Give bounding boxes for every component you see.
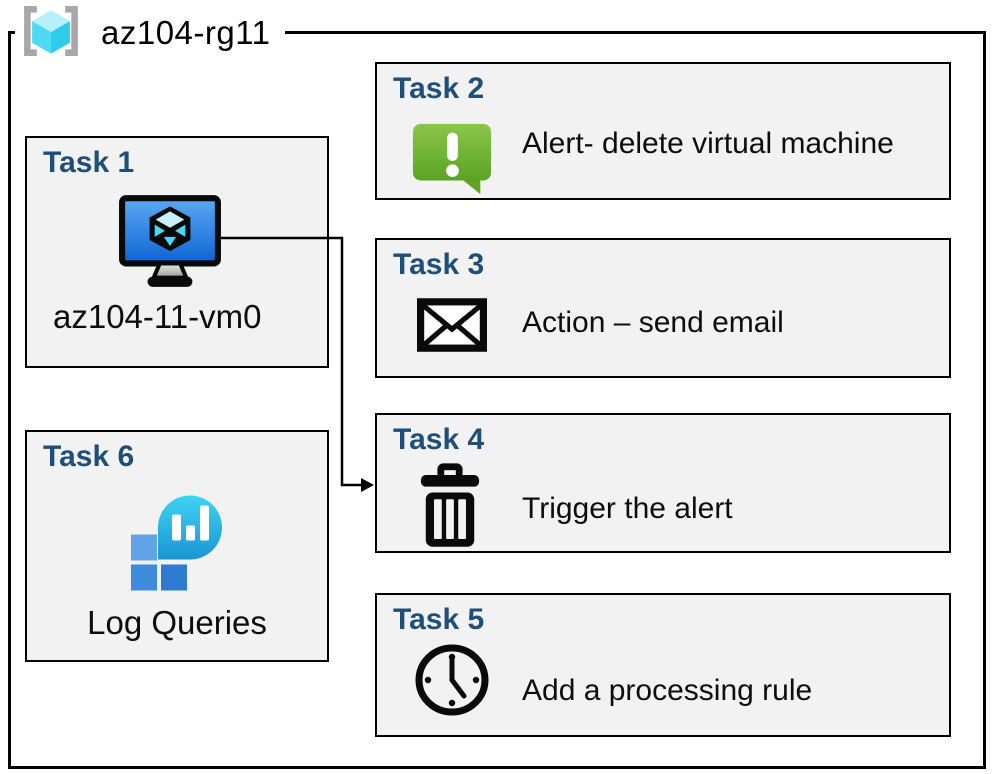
task-1-label: az104-11-vm0 (53, 298, 262, 335)
task-6-label: Log Queries (87, 604, 267, 641)
task-2-heading: Task 2 (393, 72, 485, 105)
trash-icon (419, 460, 481, 559)
resource-group-frame (8, 31, 986, 769)
log-analytics-icon (131, 486, 231, 601)
task-4-label: Trigger the alert (522, 492, 733, 525)
alert-message-icon (410, 118, 494, 203)
task-4-heading: Task 4 (393, 423, 485, 456)
task-6-heading: Task 6 (43, 440, 135, 473)
resource-group-title: az104-rg11 (101, 14, 271, 51)
virtual-machine-icon (117, 194, 223, 295)
task-1-box: Task 1 az104 (25, 136, 329, 368)
task-3-box: Task 3 Action – send email (375, 238, 951, 378)
resource-group-icon (17, 4, 85, 63)
task-2-label: Alert- delete virtual machine (522, 127, 894, 160)
task-4-box: Task 4 Trigger the alert (375, 413, 951, 553)
task-2-box: Task 2 Alert- delete virtual machine (375, 62, 951, 200)
task-3-label: Action – send email (522, 306, 784, 339)
task-5-box: Task 5 Add a processing rule (375, 593, 951, 737)
task-5-heading: Task 5 (393, 603, 485, 636)
resource-group-header: az104-rg11 (15, 4, 285, 62)
clock-icon (414, 643, 490, 722)
task-5-label: Add a processing rule (522, 674, 813, 707)
task-6-box: Task 6 Log Queries (25, 430, 329, 662)
task-1-heading: Task 1 (43, 146, 135, 179)
task-3-heading: Task 3 (393, 248, 485, 281)
email-envelope-icon (417, 298, 487, 357)
